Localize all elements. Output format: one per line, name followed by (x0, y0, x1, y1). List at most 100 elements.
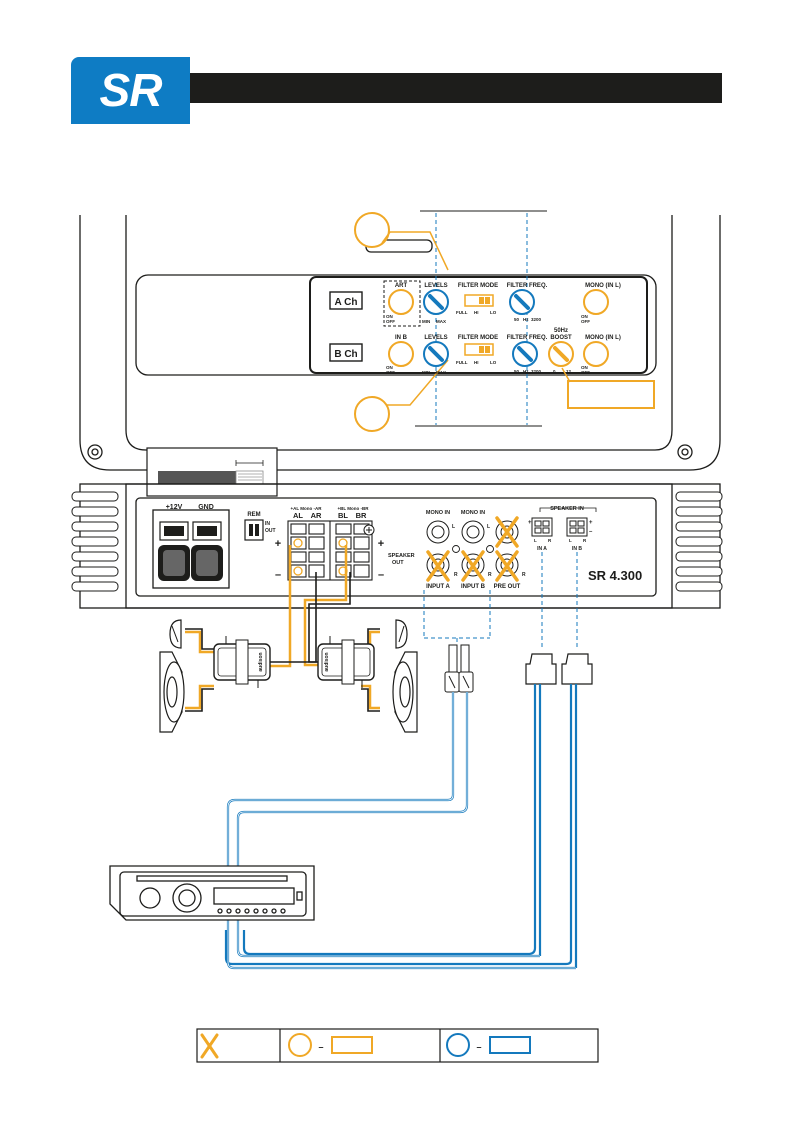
rem-terminal (244, 519, 264, 541)
mono-in-l-b-label: MONO (IN L) (585, 335, 621, 341)
speaker-out-terminal (287, 520, 373, 581)
br-label: BR (356, 511, 367, 520)
head-unit (109, 865, 315, 921)
wire-strip-inset (146, 447, 278, 497)
legend-table (196, 1028, 599, 1063)
levels-b-knob[interactable] (423, 341, 449, 367)
freq-b-50: 50 (514, 369, 520, 374)
filter-a-full: FULL (456, 310, 468, 315)
spk-in-b-label: IN B (572, 546, 582, 552)
callout-circle-bottom (354, 359, 449, 432)
freq-a-3200: 3200 (531, 317, 542, 322)
power-terminal (152, 509, 230, 589)
rca-r-b: R (488, 572, 492, 578)
legend-orange-dash: – (318, 1042, 323, 1052)
boost-label: BOOST (550, 335, 572, 341)
art-label: ART (395, 283, 408, 289)
legend-blue-symbols (446, 1033, 531, 1057)
rca-r-a: R (454, 572, 458, 578)
right-tweeter (395, 619, 408, 649)
speaker-in-plugs (525, 653, 593, 685)
left-woofer (159, 651, 185, 733)
logo-text: SR (99, 64, 163, 116)
filter-b-lo: LO (490, 360, 497, 365)
amp-top-view (79, 215, 721, 471)
mono-in-l-a-label: MONO (IN L) (585, 283, 621, 289)
spk-in-l-b: L (569, 538, 572, 543)
bridge-plus-icon (363, 524, 375, 536)
art-knob[interactable] (388, 289, 414, 315)
filter-mode-a-label: FILTER MODE (458, 283, 498, 289)
art-on-label: ON (386, 314, 393, 319)
filter-freq-a-knob[interactable] (509, 289, 535, 315)
power-12v-label: +12V (166, 504, 183, 511)
ch-b-label: B Ch (334, 349, 357, 360)
ch-a-label: A Ch (335, 297, 358, 308)
rem-out-label: OUT (265, 528, 276, 534)
heatsink-fins-left (71, 491, 119, 592)
mono-a-off: OFF (581, 319, 590, 324)
legend-x-icon (200, 1033, 219, 1059)
filter-b-full: FULL (456, 360, 468, 365)
brand-logo: SR (71, 57, 190, 124)
ar-label: AR (311, 511, 322, 520)
right-woofer (392, 651, 418, 733)
crossover-tab-lines (225, 636, 363, 688)
left-tweeter (169, 619, 182, 649)
spk-in-plus-a: + (528, 520, 532, 526)
boost-12: 12 (566, 369, 572, 374)
freq-b-hz: Hz (523, 369, 529, 374)
rem-in-label: IN (265, 521, 270, 527)
out-minus-left: – (275, 569, 281, 581)
out-minus-right: – (378, 569, 384, 581)
levels-a-knob[interactable] (423, 289, 449, 315)
freq-a-50: 50 (514, 317, 520, 322)
spk-in-minus-b: – (589, 529, 593, 535)
speaker-out-label-1: SPEAKER (388, 553, 415, 559)
art-off-label: OFF (386, 319, 395, 324)
spk-in-a-label: IN A (537, 546, 547, 552)
boost-hz-label: 50Hz (554, 328, 568, 334)
filter-mode-a-switch[interactable] (464, 294, 494, 307)
mono-in-a-label: MONO IN (426, 510, 450, 516)
levels-a-label: LEVELS (424, 283, 447, 289)
in-b-off: OFF (386, 370, 395, 375)
filter-freq-b-knob[interactable] (512, 341, 538, 367)
mono-in-l-b-knob[interactable] (583, 341, 609, 367)
mono-in-b-label: MONO IN (461, 510, 485, 516)
gnd-label: GND (198, 504, 214, 511)
boost-0: 0 (553, 369, 556, 374)
channel-b-box: B Ch (329, 343, 363, 362)
in-b-knob[interactable] (388, 341, 414, 367)
filter-b-hi: HI (474, 360, 479, 365)
legend-orange-symbols (288, 1033, 373, 1057)
boost-knob[interactable] (548, 341, 574, 367)
levels-a-min: MIN (422, 319, 430, 324)
input-a-label: INPUT A (426, 584, 450, 590)
left-crossover-brand: audison (258, 652, 264, 671)
freq-a-hz: Hz (523, 317, 529, 322)
right-crossover: audison (317, 639, 375, 685)
rem-label: REM (247, 512, 260, 518)
right-crossover-brand: audison (324, 652, 330, 671)
filter-mode-b-label: FILTER MODE (458, 335, 498, 341)
levels-b-min: MIN (422, 370, 430, 375)
in-b-label: IN B (395, 335, 408, 341)
spk-in-l-a: L (534, 538, 537, 543)
callout-box-boost (561, 367, 655, 409)
filter-mode-b-switch[interactable] (464, 343, 494, 356)
out-plus-left: + (275, 538, 281, 550)
levels-a-max: MAX (436, 319, 446, 324)
mono-b-on: ON (581, 365, 588, 370)
guide-lines (435, 213, 528, 425)
speaker-in-label: SPEAKER IN (550, 506, 584, 512)
rca-l-b: L (487, 524, 490, 530)
channel-a-box: A Ch (329, 291, 363, 310)
mono-in-l-a-knob[interactable] (583, 289, 609, 315)
spk-in-plus-b: + (589, 520, 593, 526)
rca-r-pre: R (522, 572, 526, 578)
white-signal-wire-cores (227, 692, 576, 969)
heatsink-fins-right (675, 491, 723, 592)
mono-al-ar-label: +AL Mono -AR (290, 506, 322, 511)
blue-signal-wires (224, 684, 578, 970)
